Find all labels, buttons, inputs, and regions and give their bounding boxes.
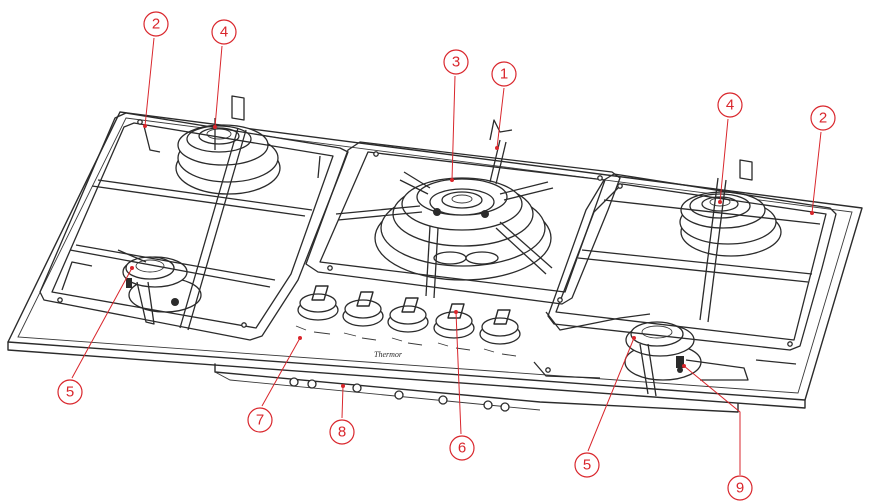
- burner-back-left: [175, 124, 281, 195]
- callout-5-right: 5: [574, 336, 636, 478]
- burner-front-left: [122, 256, 202, 313]
- plate-screws: [57, 119, 793, 373]
- svg-text:5: 5: [583, 457, 591, 474]
- burner-back-right: [679, 191, 782, 257]
- svg-text:1: 1: [500, 66, 508, 83]
- svg-text:2: 2: [152, 16, 160, 33]
- callout-1: 1: [491, 61, 517, 150]
- callout-7: 7: [247, 336, 302, 433]
- callout-6: 6: [449, 310, 475, 461]
- callout-8: 8: [329, 384, 355, 445]
- callout-9: 9: [682, 364, 753, 501]
- control-knobs: [295, 285, 521, 357]
- pan-support-front-right: [533, 311, 797, 397]
- burner-center-wok: [374, 177, 552, 281]
- svg-text:4: 4: [726, 97, 734, 114]
- burner-front-right: [624, 321, 702, 381]
- svg-text:5: 5: [66, 384, 74, 401]
- svg-text:2: 2: [819, 110, 827, 127]
- callout-4-right: 4: [717, 92, 743, 204]
- callout-3: 3: [443, 49, 469, 182]
- pan-support-front-left: [117, 249, 155, 325]
- callout-5-left: 5: [57, 266, 134, 405]
- knob-5[interactable]: [479, 309, 521, 357]
- callout-2-left: 2: [143, 11, 169, 128]
- svg-text:8: 8: [338, 424, 346, 441]
- svg-text:4: 4: [220, 24, 228, 41]
- mounting-screws: [289, 377, 510, 412]
- brand-mark: Thermor: [374, 350, 403, 359]
- pan-support-left: [39, 95, 349, 341]
- hob-plate: [7, 111, 863, 413]
- callout-4-left: 4: [211, 19, 237, 129]
- knob-4[interactable]: [433, 303, 475, 351]
- knob-1[interactable]: [295, 285, 339, 335]
- callouts: 1 2 2 3 4: [57, 11, 836, 501]
- knob-2[interactable]: [342, 291, 384, 341]
- svg-text:7: 7: [256, 412, 264, 429]
- pan-support-center: [305, 119, 621, 305]
- svg-text:6: 6: [458, 440, 466, 457]
- svg-text:9: 9: [736, 480, 744, 497]
- pan-support-right: [547, 159, 837, 351]
- svg-text:3: 3: [452, 54, 460, 71]
- callout-2-right: 2: [810, 105, 836, 215]
- knob-3[interactable]: [387, 297, 429, 346]
